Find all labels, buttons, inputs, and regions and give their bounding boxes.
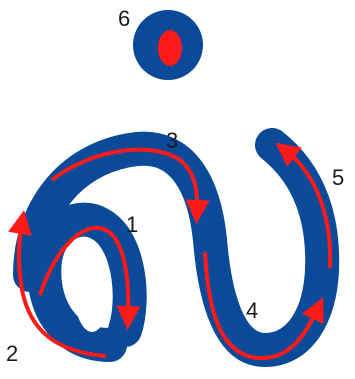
loop-counter (74, 248, 110, 332)
dot-mark (133, 10, 203, 80)
label-3: 3 (166, 128, 178, 153)
arrow-stroke-2 (8, 210, 107, 358)
label-5: 5 (332, 165, 344, 190)
arrow-stroke-5 (275, 142, 333, 269)
dot-inner (158, 30, 182, 66)
arrow-stroke-4 (203, 251, 324, 361)
label-1: 1 (126, 212, 138, 237)
arrow-stroke-3 (50, 147, 210, 224)
glyph-body (13, 128, 340, 367)
label-4: 4 (246, 298, 258, 323)
label-6: 6 (118, 6, 130, 31)
direction-arrows (8, 142, 333, 361)
label-2: 2 (6, 341, 18, 366)
arrow-stroke-1 (38, 225, 141, 330)
outer-stroke (13, 128, 340, 367)
